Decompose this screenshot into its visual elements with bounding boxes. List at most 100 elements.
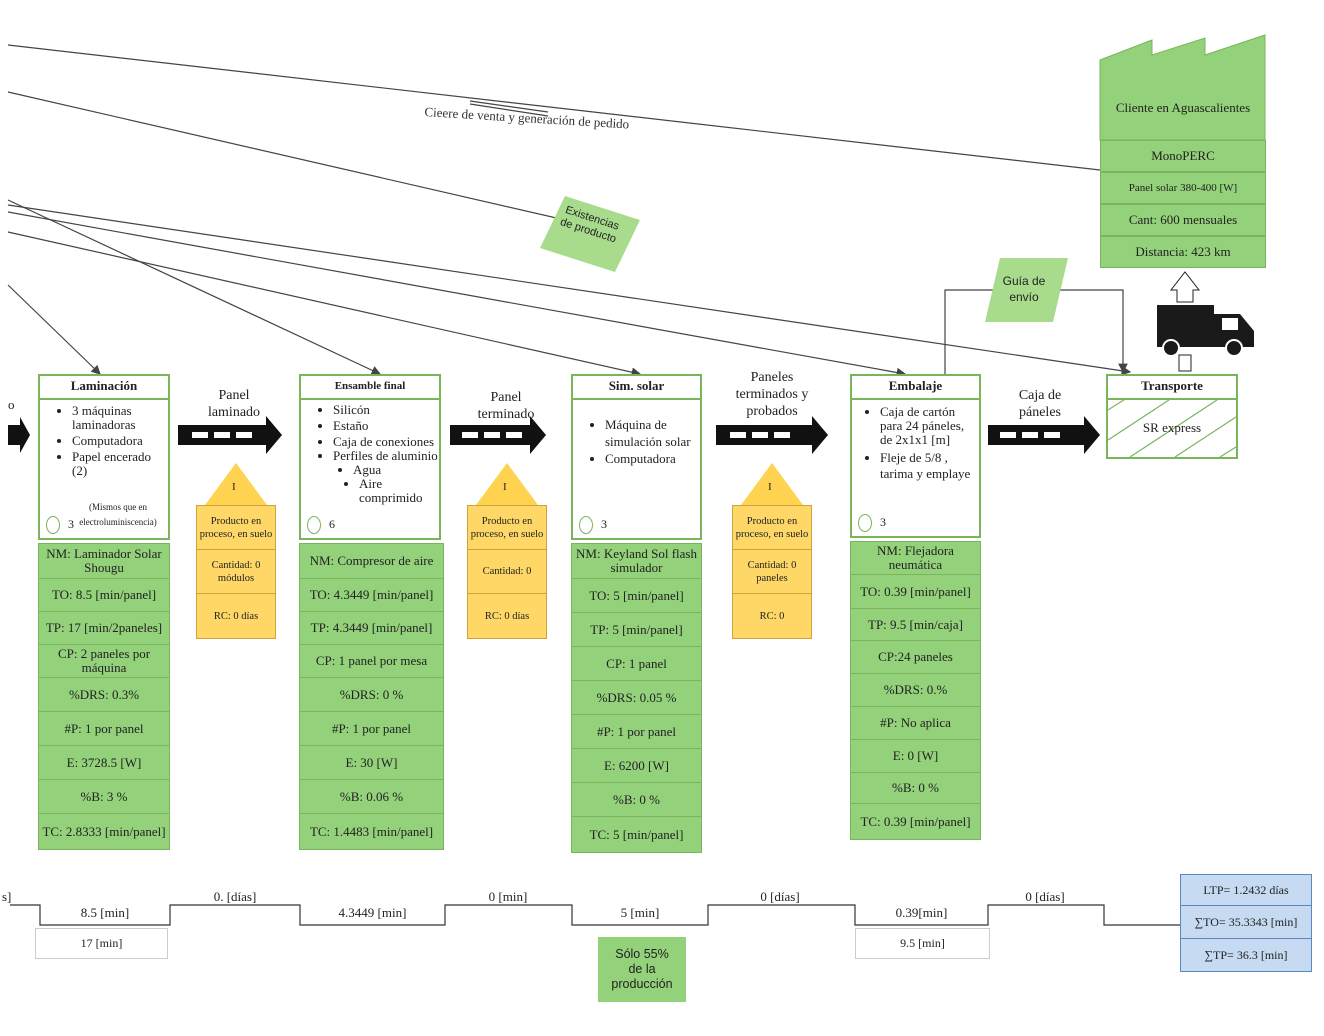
customer-distance: Distancia: 423 km — [1100, 236, 1266, 268]
data-box-laminacion: NM: Laminador Solar Shougu TO: 8.5 [min/… — [38, 543, 170, 850]
data-row: TC: 5 [min/panel] — [589, 826, 684, 842]
inventory-triangle-icon: I — [741, 463, 803, 505]
process-item: Papel encerado (2) — [72, 450, 168, 478]
data-row: NM: Keyland Sol flash simulador — [572, 544, 701, 579]
timeline-process: 0.39[min] — [895, 905, 948, 920]
operator-count: 3 — [858, 514, 886, 532]
process-title: Laminación — [40, 376, 168, 400]
process-item: Aire comprimido — [359, 477, 439, 505]
timeline-process: 5 [min] — [620, 905, 660, 920]
carrier-name: SR express — [1142, 420, 1202, 435]
data-row: E: 30 [W] — [300, 746, 443, 780]
timeline-wait: 0 [días] — [760, 889, 800, 904]
process-transporte: Transporte SR express — [1106, 374, 1238, 459]
data-row: CP:24 paneles — [851, 641, 980, 674]
timeline-edge-label: s] — [2, 889, 12, 904]
timeline-line — [10, 904, 1180, 926]
inventory-rc: RC: 0 días — [213, 610, 259, 622]
process-title: Transporte — [1108, 376, 1236, 400]
process-item: 3 máquinas laminadoras — [72, 404, 168, 432]
data-row: TP: 17 [min/2paneles] — [39, 612, 169, 645]
push-label-laminado: Panel laminado — [207, 388, 261, 420]
data-row: CP: 1 panel — [572, 647, 701, 681]
process-title: Sim. solar — [573, 376, 700, 400]
data-row: NM: Laminador Solar Shougu — [39, 544, 169, 579]
operator-count: 3 — [579, 516, 607, 534]
timeline-process: 8.5 [min] — [80, 905, 130, 920]
inventory-desc: Producto en proceso, en suelo — [468, 506, 546, 550]
inventory-rc: RC: 0 — [759, 610, 785, 622]
summary-tp: ∑TP= 36.3 [min] — [1181, 939, 1311, 971]
process-item: Silicón — [333, 403, 439, 417]
process-item: Perfiles de aluminio — [333, 449, 439, 463]
timeline-wait: 0 [días] — [1025, 889, 1065, 904]
process-embalaje: Embalaje Caja de cartón para 24 páneles,… — [850, 374, 981, 538]
inventory-qty: Cantidad: 0 módulos — [197, 550, 275, 594]
inventory-3: I Producto en proceso, en suelo Cantidad… — [732, 463, 812, 639]
inventory-1: I Producto en proceso, en suelo Cantidad… — [196, 463, 276, 639]
process-laminacion: Laminación 3 máquinas laminadoras Comput… — [38, 374, 170, 540]
data-row: #P: 1 por panel — [572, 715, 701, 749]
customer-name: Cliente en Aguascalientes — [1115, 99, 1251, 115]
inventory-desc: Producto en proceso, en suelo — [733, 506, 811, 550]
push-label-probados: Paneles terminados y probados — [735, 370, 809, 419]
note-guia: Guía de envío — [1002, 274, 1046, 304]
data-row: CP: 1 panel por mesa — [300, 645, 443, 678]
data-row: #P: 1 por panel — [300, 712, 443, 746]
timeline-wait: 0 [min] — [488, 889, 528, 904]
data-row: TC: 0.39 [min/panel] — [860, 813, 971, 829]
data-row: %DRS: 0.05 % — [572, 681, 701, 715]
customer-quantity: Cant: 600 mensuales — [1100, 204, 1266, 236]
data-row: NM: Compresor de aire — [300, 544, 443, 579]
process-title: Ensamble final — [301, 376, 439, 400]
data-row: TO: 0.39 [min/panel] — [851, 575, 980, 609]
push-arrows — [8, 416, 1100, 454]
process-item: Máquina de simulación solar — [605, 416, 700, 450]
inventory-desc: Producto en proceso, en suelo — [197, 506, 275, 550]
process-sim-solar: Sim. solar Máquina de simulación solar C… — [571, 374, 702, 540]
operator-icon — [579, 516, 593, 534]
process-title: Embalaje — [852, 376, 979, 400]
data-row: %B: 0 % — [851, 773, 980, 804]
data-row: %DRS: 0.3% — [39, 678, 169, 712]
data-box-sim-solar: NM: Keyland Sol flash simulador TO: 5 [m… — [571, 543, 702, 853]
note-existencias-shape — [540, 196, 640, 272]
data-row: TP: 9.5 [min/caja] — [851, 609, 980, 641]
count-note: (Mismos que en electroluminiscencia) — [79, 502, 157, 527]
data-row: %B: 3 % — [39, 780, 169, 814]
process-item: Computadora — [72, 434, 168, 448]
process-item: Caja de conexiones — [333, 435, 439, 449]
summary-to: ∑TO= 35.3343 [min] — [1181, 906, 1311, 939]
edge-label: o — [8, 397, 15, 412]
timeline-process: 4.3449 [min] — [338, 905, 407, 920]
inventory-qty: Cantidad: 0 paneles — [733, 550, 811, 594]
data-row: TO: 4.3449 [min/panel] — [300, 579, 443, 612]
data-row: E: 0 [W] — [851, 740, 980, 773]
inventory-rc: RC: 0 días — [484, 610, 530, 622]
data-row: %DRS: 0 % — [300, 678, 443, 712]
data-row: TC: 1.4483 [min/panel] — [309, 823, 434, 839]
data-row: TC: 2.8333 [min/panel] — [42, 823, 166, 839]
data-row: TO: 8.5 [min/panel] — [39, 579, 169, 612]
customer-product: MonoPERC — [1100, 140, 1266, 172]
process-ensamble: Ensamble final Silicón Estaño Caja de co… — [299, 374, 441, 540]
data-row: %DRS: 0.% — [851, 674, 980, 707]
tp-box: 17 [min] — [35, 928, 168, 959]
factory-icon — [1099, 34, 1266, 141]
process-item: Fleje de 5/8 , tarima y emplaye — [880, 450, 979, 482]
data-row: %B: 0.06 % — [300, 780, 443, 814]
data-row: #P: 1 por panel — [39, 712, 169, 746]
data-row: #P: No aplica — [851, 707, 980, 740]
note-solo: Sólo 55% de la producción — [598, 937, 686, 1002]
data-row: E: 6200 [W] — [572, 749, 701, 783]
process-item: Caja de cartón para 24 páneles, de 2x1x1… — [880, 405, 979, 447]
tp-box: 9.5 [min] — [855, 928, 990, 959]
inventory-qty: Cantidad: 0 — [468, 550, 546, 594]
truck-icon — [1157, 271, 1254, 372]
data-row: E: 3728.5 [W] — [39, 746, 169, 780]
operator-count: 6 — [307, 516, 335, 534]
inventory-triangle-icon: I — [205, 463, 267, 505]
data-box-ensamble: NM: Compresor de aire TO: 4.3449 [min/pa… — [299, 543, 444, 850]
data-row: TP: 4.3449 [min/panel] — [300, 612, 443, 645]
operator-count: 3 — [46, 516, 74, 534]
